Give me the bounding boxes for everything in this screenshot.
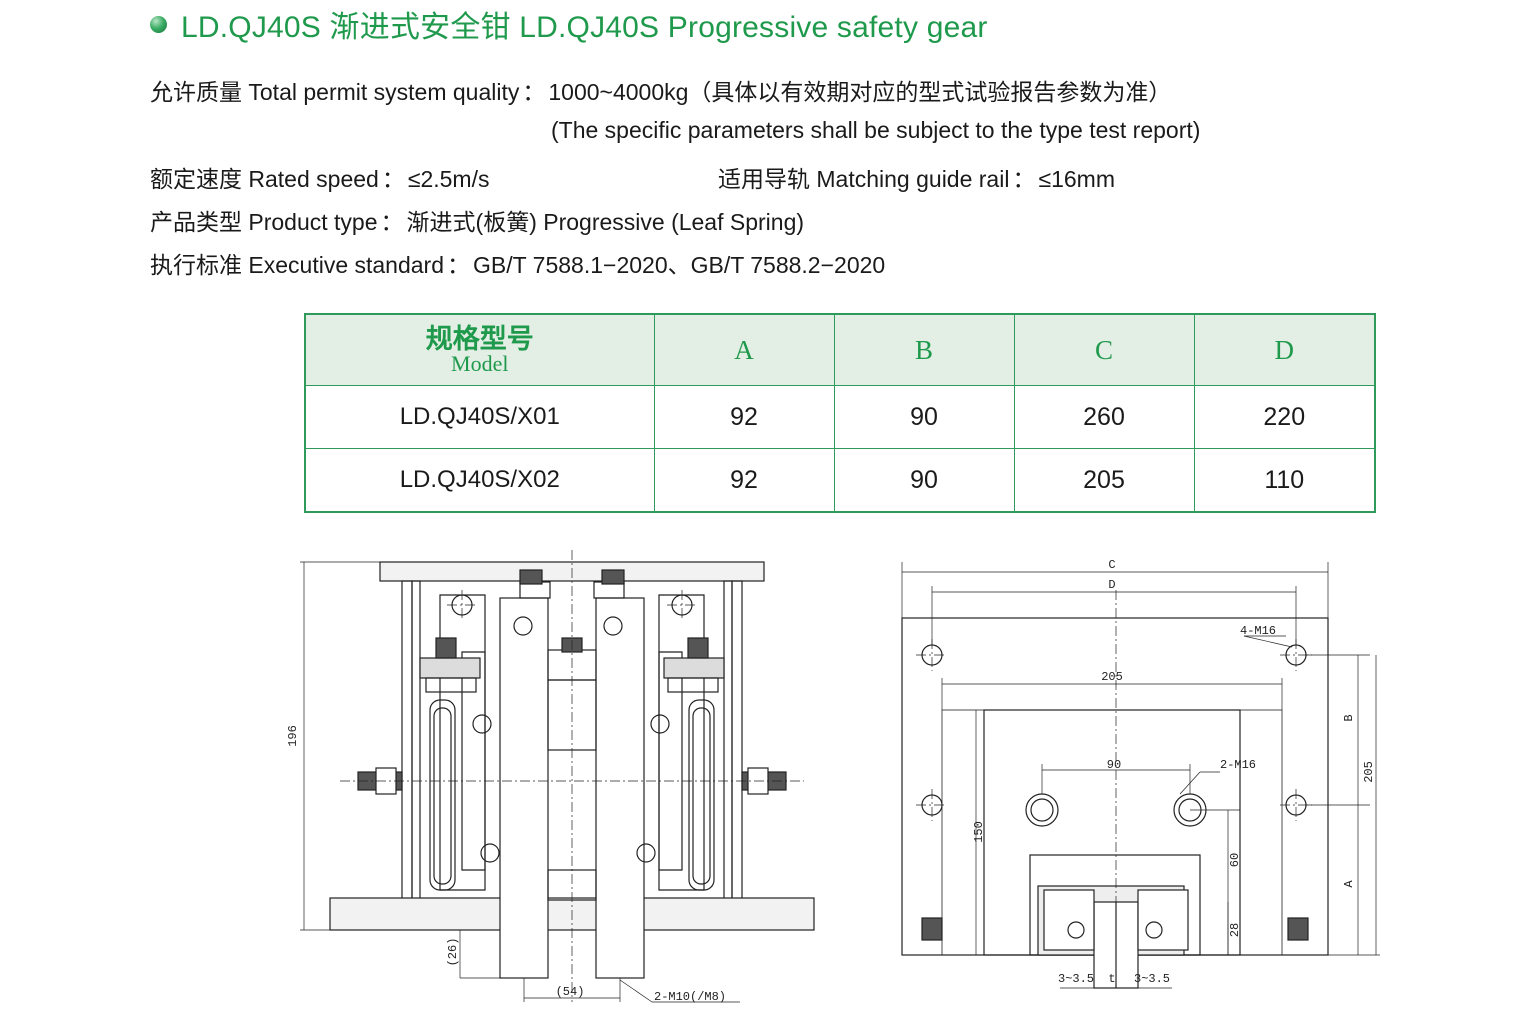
dim-28-label: 28 (1228, 923, 1242, 937)
holes-label: 4-M16 (1240, 624, 1276, 638)
dim-b-label: B (1342, 714, 1356, 721)
spec-quality: 允许质量 Total permit system quality：1000~40… (150, 79, 1172, 105)
header-c: C (1013, 313, 1195, 386)
spec-rail: 适用导轨 Matching guide rail：≤16mm (718, 166, 1115, 192)
dim-height-label: 196 (286, 725, 300, 747)
bolts-label: 2-M16 (1220, 758, 1256, 772)
dim-26-label: (26) (446, 938, 460, 967)
dim-60-label: 60 (1228, 853, 1242, 867)
type-label: 产品类型 Product type (150, 209, 378, 235)
dim-90-label: 90 (1107, 758, 1121, 772)
rail-label: 适用导轨 Matching guide rail (718, 166, 1010, 192)
rail-value: ≤16mm (1038, 166, 1115, 192)
quality-value: 1000~4000kg（具体以有效期对应的型式试验报告参数为准） (548, 79, 1172, 105)
cell-model: LD.QJ40S/X01 (304, 385, 655, 449)
header-a: A (653, 313, 835, 386)
speed-label: 额定速度 Rated speed (150, 166, 379, 192)
quality-label: 允许质量 Total permit system quality (150, 79, 520, 105)
speed-value: ≤2.5m/s (407, 166, 490, 192)
standard-label: 执行标准 Executive standard (150, 252, 445, 278)
gap-left-label: 3~3.5 (1058, 972, 1094, 986)
standard-value: GB/T 7588.1−2020、GB/T 7588.2−2020 (473, 252, 886, 278)
dim-205-side-label: 205 (1362, 761, 1376, 783)
model-spec-table: 规格型号 Model A B C D LD.QJ40S/X01 92 90 26… (304, 313, 1376, 513)
cell-a: 92 (653, 385, 835, 449)
spec-standard: 执行标准 Executive standard：GB/T 7588.1−2020… (150, 252, 886, 278)
dim-54-label: (54) (556, 985, 585, 999)
dim-a-label: A (1342, 880, 1356, 888)
cell-model: LD.QJ40S/X02 (304, 448, 655, 513)
cell-d: 220 (1193, 385, 1376, 449)
side-view-drawing: C D 4-M16 205 B 205 90 2-M16 150 60 A 28… (901, 558, 1380, 989)
cell-b: 90 (833, 448, 1015, 513)
cell-a: 92 (653, 448, 835, 513)
table-header-row: 规格型号 Model A B C D (304, 313, 1376, 386)
header-d: D (1193, 313, 1376, 386)
header-b: B (833, 313, 1015, 386)
green-bullet-icon (150, 15, 167, 33)
bolt-label: 2-M10(/M8) (654, 990, 726, 1004)
table-row: LD.QJ40S/X01 92 90 260 220 (304, 385, 1376, 449)
cell-b: 90 (833, 385, 1015, 449)
spec-type: 产品类型 Product type：渐进式(板簧) Progressive (L… (150, 209, 805, 235)
dim-d-label: D (1108, 578, 1115, 592)
cell-d: 110 (1193, 448, 1376, 513)
cell-c: 260 (1013, 385, 1195, 449)
spec-speed: 额定速度 Rated speed：≤2.5m/s (150, 166, 490, 192)
dim-150-label: 150 (972, 821, 986, 843)
dim-205-top-label: 205 (1101, 670, 1123, 684)
dim-c-label: C (1108, 558, 1115, 572)
spec-quality-note: (The specific parameters shall be subjec… (551, 117, 1201, 143)
front-view-drawing: 196 (26) (54) 2-M10(/M8) (286, 550, 815, 1004)
cell-c: 205 (1013, 448, 1195, 513)
table-row: LD.QJ40S/X02 92 90 205 110 (304, 448, 1376, 513)
type-value: 渐进式(板簧) Progressive (Leaf Spring) (406, 209, 805, 235)
header-model: 规格型号 Model (304, 313, 655, 386)
page-title: LD.QJ40S 渐进式安全钳 LD.QJ40S Progressive saf… (181, 11, 988, 44)
page-heading: LD.QJ40S 渐进式安全钳 LD.QJ40S Progressive saf… (150, 4, 988, 44)
gap-right-label: 3~3.5 (1134, 972, 1170, 986)
dim-t-label: t (1108, 972, 1115, 986)
